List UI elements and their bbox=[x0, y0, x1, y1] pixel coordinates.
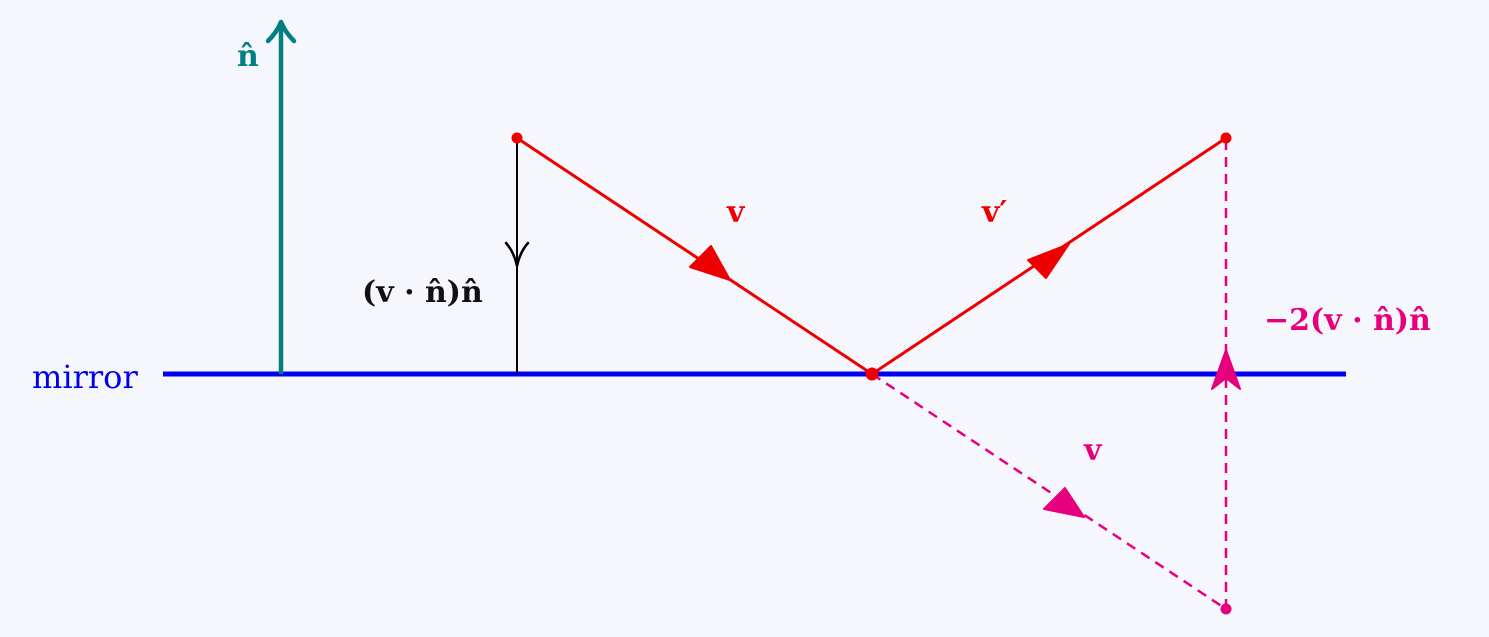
extended-arrowhead-icon bbox=[1043, 487, 1085, 518]
extended-label: v bbox=[1083, 433, 1103, 468]
incident-ray bbox=[516, 136, 873, 376]
incident-label: v bbox=[726, 195, 746, 230]
start-point-dot-icon bbox=[511, 132, 523, 144]
reflection-point-dot-icon bbox=[865, 367, 879, 381]
incident-arrowhead-icon bbox=[689, 245, 731, 281]
reflected-arrowhead-icon bbox=[1027, 243, 1070, 279]
mirror-label: mirror bbox=[32, 358, 138, 396]
correction-arrowhead-icon bbox=[1211, 349, 1241, 390]
end-point-dot-icon bbox=[1220, 132, 1232, 144]
normal-label: n̂ bbox=[237, 39, 259, 74]
reflected-label: v′ bbox=[981, 195, 1007, 230]
correction-label: −2(v · n̂)n̂ bbox=[1264, 303, 1431, 338]
normal-vector-arrowhead-icon bbox=[265, 19, 297, 44]
extended-ray bbox=[871, 372, 1227, 611]
projection-label: (v · n̂)n̂ bbox=[362, 275, 483, 310]
projection-arrowhead-icon bbox=[504, 241, 530, 268]
extended-end-point-dot-icon bbox=[1220, 603, 1232, 615]
